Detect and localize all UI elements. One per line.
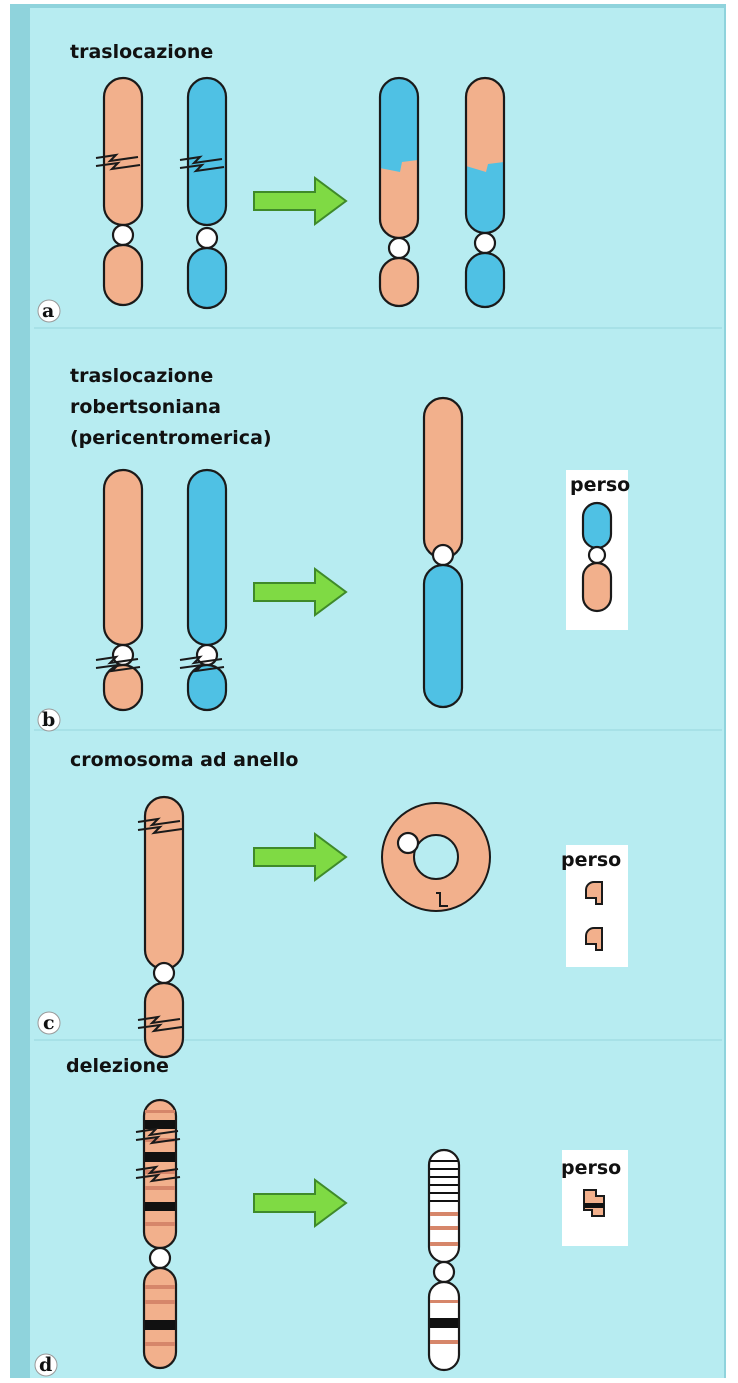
panel-label-d: d — [39, 1354, 52, 1376]
lost-label: perso — [561, 849, 621, 871]
lost-label: perso — [570, 474, 630, 496]
panel-b-title-line2: robertsoniana — [70, 396, 221, 418]
panel-label-a: a — [42, 300, 54, 322]
chromosome-salmon-b1 — [104, 470, 142, 710]
panel-a-title: traslocazione — [70, 41, 213, 63]
chromosome-fused-b — [424, 398, 462, 707]
chromosome-cyan-b1 — [188, 470, 226, 710]
panel-label-c: c — [43, 1012, 55, 1034]
chromosome-cyan-a1 — [188, 78, 226, 308]
panel-d-title: delezione — [66, 1055, 169, 1077]
panel-label-b: b — [42, 709, 55, 731]
chromosome-salmon-a1 — [104, 78, 142, 305]
lost-label: perso — [561, 1157, 621, 1179]
panel-b-title-line3: (pericentromerica) — [70, 427, 272, 449]
panel-c-title: cromosoma ad anello — [70, 749, 298, 771]
chromosome-translocated-a2 — [466, 78, 504, 307]
panel-b-title-line1: traslocazione — [70, 365, 213, 387]
chromosome-translocated-a1 — [380, 78, 418, 306]
